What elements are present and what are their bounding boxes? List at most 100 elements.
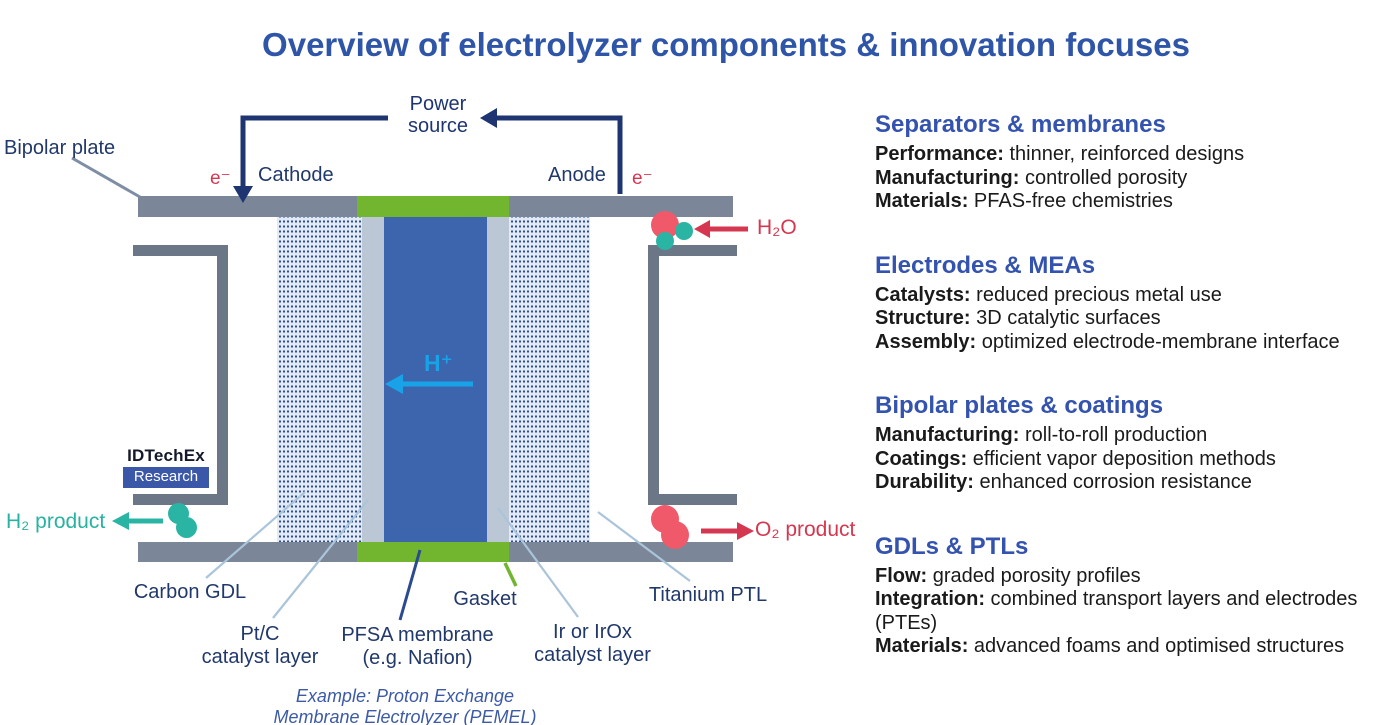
example-caption: Example: Proton Exchange Membrane Electr… bbox=[255, 686, 555, 725]
power-source-line1: Power bbox=[409, 93, 467, 115]
item-label: Integration: bbox=[875, 588, 985, 610]
bipolar-plate-label: Bipolar plate bbox=[4, 137, 116, 159]
power-source-label: Power source bbox=[390, 93, 486, 137]
gasket-label: Gasket bbox=[453, 588, 517, 610]
item-label: Durability: bbox=[875, 471, 974, 493]
power-source-arrowhead bbox=[480, 108, 497, 128]
ptc-label-line1: Pt/C bbox=[240, 623, 280, 645]
innovation-panel: Separators & membranes Performance: thin… bbox=[875, 112, 1370, 698]
pfsa-label-line1: PFSA membrane bbox=[341, 624, 494, 646]
panel-item: Structure: 3D catalytic surfaces bbox=[875, 307, 1370, 331]
example-caption-line2: Membrane Electrolyzer (PEMEL) bbox=[273, 707, 537, 725]
section-heading: GDLs & PTLs bbox=[875, 532, 1029, 560]
cathode-power-wire bbox=[240, 115, 388, 188]
idtechex-logo: IDTechEx Research bbox=[123, 446, 209, 488]
ptc-catalyst-layer bbox=[362, 217, 384, 542]
oxygen-atom-icon bbox=[661, 521, 689, 549]
electron-label-right: e⁻ bbox=[632, 168, 653, 189]
item-text: graded porosity profiles bbox=[927, 564, 1141, 587]
page-title: Overview of electrolyzer components & in… bbox=[262, 26, 1190, 63]
ptc-leader bbox=[272, 499, 369, 619]
panel-item: Materials: advanced foams and optimised … bbox=[875, 635, 1370, 659]
top-gasket bbox=[357, 196, 509, 217]
h-plus-label: H⁺ bbox=[424, 350, 453, 376]
ir-label-line1: Ir or IrOx bbox=[553, 621, 632, 643]
gasket-leader bbox=[503, 562, 518, 587]
item-text: enhanced corrosion resistance bbox=[973, 471, 1252, 493]
h2o-arrowhead bbox=[694, 220, 710, 238]
item-text: efficient vapor deposition methods bbox=[967, 447, 1276, 470]
cathode-flow-bracket bbox=[133, 245, 228, 505]
carbon-gdl-leader bbox=[205, 491, 306, 579]
logo-wordmark: IDTechEx bbox=[127, 446, 205, 465]
panel-item: Manufacturing: controlled porosity bbox=[875, 167, 1370, 191]
ir-catalyst-label: Ir or IrOx catalyst layer bbox=[520, 621, 665, 667]
panel-section-gdls-ptls: GDLs & PTLs Flow: graded porosity profil… bbox=[875, 532, 1370, 659]
carbon-gdl-layer bbox=[277, 217, 362, 542]
item-text: reduced precious metal use bbox=[970, 283, 1222, 306]
pfsa-leader bbox=[398, 549, 422, 621]
item-text: controlled porosity bbox=[1019, 166, 1188, 189]
ir-label-line2: catalyst layer bbox=[534, 644, 651, 666]
hydrogen-atom-icon bbox=[176, 517, 197, 538]
panel-item: Flow: graded porosity profiles bbox=[875, 565, 1370, 589]
h2-product-label: H₂ product bbox=[6, 510, 106, 533]
carbon-gdl-label: Carbon GDL bbox=[133, 581, 247, 603]
item-label: Flow: bbox=[875, 564, 928, 587]
h2-arrowhead bbox=[112, 512, 129, 530]
h-plus-arrowhead bbox=[385, 374, 403, 394]
titanium-ptl-layer bbox=[509, 217, 590, 542]
panel-section-bipolar-plates: Bipolar plates & coatings Manufacturing:… bbox=[875, 393, 1370, 495]
titanium-ptl-label: Titanium PTL bbox=[648, 584, 768, 606]
bottom-gasket bbox=[357, 542, 509, 562]
diagram-connectors bbox=[71, 108, 754, 621]
item-label: Materials: bbox=[875, 635, 969, 657]
panel-item: Coatings: efficient vapor deposition met… bbox=[875, 448, 1370, 472]
ptc-label-line2: catalyst layer bbox=[201, 646, 319, 668]
item-label: Assembly: bbox=[875, 330, 977, 353]
panel-item: Manufacturing: roll-to-roll production bbox=[875, 424, 1370, 448]
item-label: Performance: bbox=[875, 143, 1004, 165]
item-text: advanced foams and optimised structures bbox=[968, 635, 1345, 657]
item-text: thinner, reinforced designs bbox=[1003, 143, 1245, 165]
item-text: 3D catalytic surfaces bbox=[970, 307, 1161, 329]
anode-label: Anode bbox=[548, 164, 606, 186]
example-caption-line1: Example: Proton Exchange bbox=[295, 686, 515, 706]
panel-item: Durability: enhanced corrosion resistanc… bbox=[875, 471, 1370, 495]
panel-item: Catalysts: reduced precious metal use bbox=[875, 284, 1370, 308]
item-text: PFAS-free chemistries bbox=[968, 190, 1173, 212]
ir-catalyst-leader bbox=[497, 507, 579, 618]
titanium-ptl-leader bbox=[597, 511, 691, 582]
panel-item: Performance: thinner, reinforced designs bbox=[875, 143, 1370, 167]
anode-flow-bracket bbox=[648, 245, 737, 505]
logo-research-badge: Research bbox=[123, 467, 209, 488]
electron-label-left: e⁻ bbox=[210, 168, 231, 189]
item-label: Manufacturing: bbox=[875, 424, 1020, 446]
power-source-line2: source bbox=[407, 115, 469, 137]
panel-item: Assembly: optimized electrode-membrane i… bbox=[875, 331, 1370, 355]
h2o-label: H₂O bbox=[757, 216, 797, 239]
o2-product-label: O₂ product bbox=[755, 518, 856, 541]
o2-arrowhead bbox=[737, 522, 754, 540]
pfsa-membrane-label: PFSA membrane (e.g. Nafion) bbox=[330, 624, 505, 670]
item-label: Structure: bbox=[875, 307, 971, 329]
pfsa-label-line2: (e.g. Nafion) bbox=[362, 647, 473, 669]
anode-power-wire bbox=[494, 115, 623, 194]
ir-catalyst-layer bbox=[487, 217, 509, 542]
hydrogen-atom-icon bbox=[656, 232, 674, 250]
item-text: roll-to-roll production bbox=[1019, 424, 1208, 446]
item-text: optimized electrode-membrane interface bbox=[976, 330, 1340, 353]
item-label: Catalysts: bbox=[875, 283, 971, 306]
section-heading: Bipolar plates & coatings bbox=[875, 392, 1164, 419]
section-heading: Electrodes & MEAs bbox=[875, 251, 1096, 279]
panel-item: Integration: combined transport layers a… bbox=[875, 588, 1370, 635]
ptc-catalyst-label: Pt/C catalyst layer bbox=[185, 623, 335, 669]
item-text: combined transport layers and electrodes… bbox=[875, 588, 1358, 634]
item-label: Coatings: bbox=[875, 447, 968, 470]
item-label: Manufacturing: bbox=[875, 166, 1020, 189]
panel-section-electrodes: Electrodes & MEAs Catalysts: reduced pre… bbox=[875, 251, 1370, 355]
panel-item: Materials: PFAS-free chemistries bbox=[875, 190, 1370, 214]
section-heading: Separators & membranes bbox=[875, 111, 1166, 138]
item-label: Materials: bbox=[875, 190, 969, 212]
